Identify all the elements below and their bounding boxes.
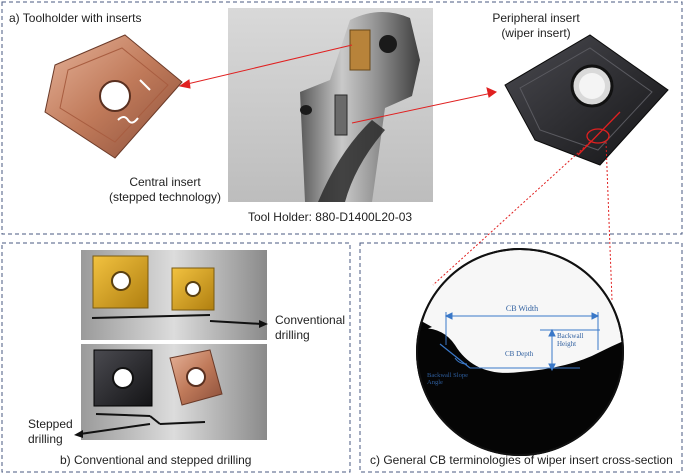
conventional-label-2: drilling	[275, 328, 310, 342]
cb-cross-section	[416, 248, 624, 456]
stepped-drilling-image	[74, 344, 267, 440]
stepped-label-1: Stepped	[28, 417, 73, 431]
cb-width-label: CB Width	[506, 304, 538, 313]
cb-depth-label: CB Depth	[505, 350, 534, 358]
conventional-label-1: Conventional	[275, 313, 345, 327]
backwall-height-label-1: Backwall	[557, 332, 583, 340]
tool-holder-image	[228, 8, 433, 203]
panel-c-caption: c) General CB terminologies of wiper ins…	[370, 453, 673, 467]
central-insert-image	[44, 34, 183, 159]
peripheral-insert-image	[504, 34, 669, 166]
panel-b-caption: b) Conventional and stepped drilling	[60, 453, 251, 467]
panel-c-frame	[359, 242, 683, 473]
conventional-drilling-image	[81, 250, 268, 340]
tool-holder-label: Tool Holder: 880-D1400L20-03	[248, 210, 412, 224]
backwall-slope-label-1: Backwall Slope	[427, 372, 468, 379]
pointer-arrows	[178, 44, 498, 124]
central-insert-label-1: Central insert	[129, 175, 201, 189]
zoom-lines	[432, 141, 613, 301]
panel-a-frame	[1, 1, 683, 235]
stepped-label-2: drilling	[28, 432, 63, 446]
panel-a-title: a) Toolholder with inserts	[9, 11, 142, 25]
backwall-height-label-2: Height	[557, 340, 576, 348]
panel-b-frame	[1, 242, 351, 473]
backwall-slope-label-2: Angle	[427, 379, 443, 386]
peripheral-insert-label-2: (wiper insert)	[501, 26, 570, 40]
peripheral-insert-label-1: Peripheral insert	[492, 11, 580, 25]
central-insert-label-2: (stepped technology)	[109, 190, 221, 204]
